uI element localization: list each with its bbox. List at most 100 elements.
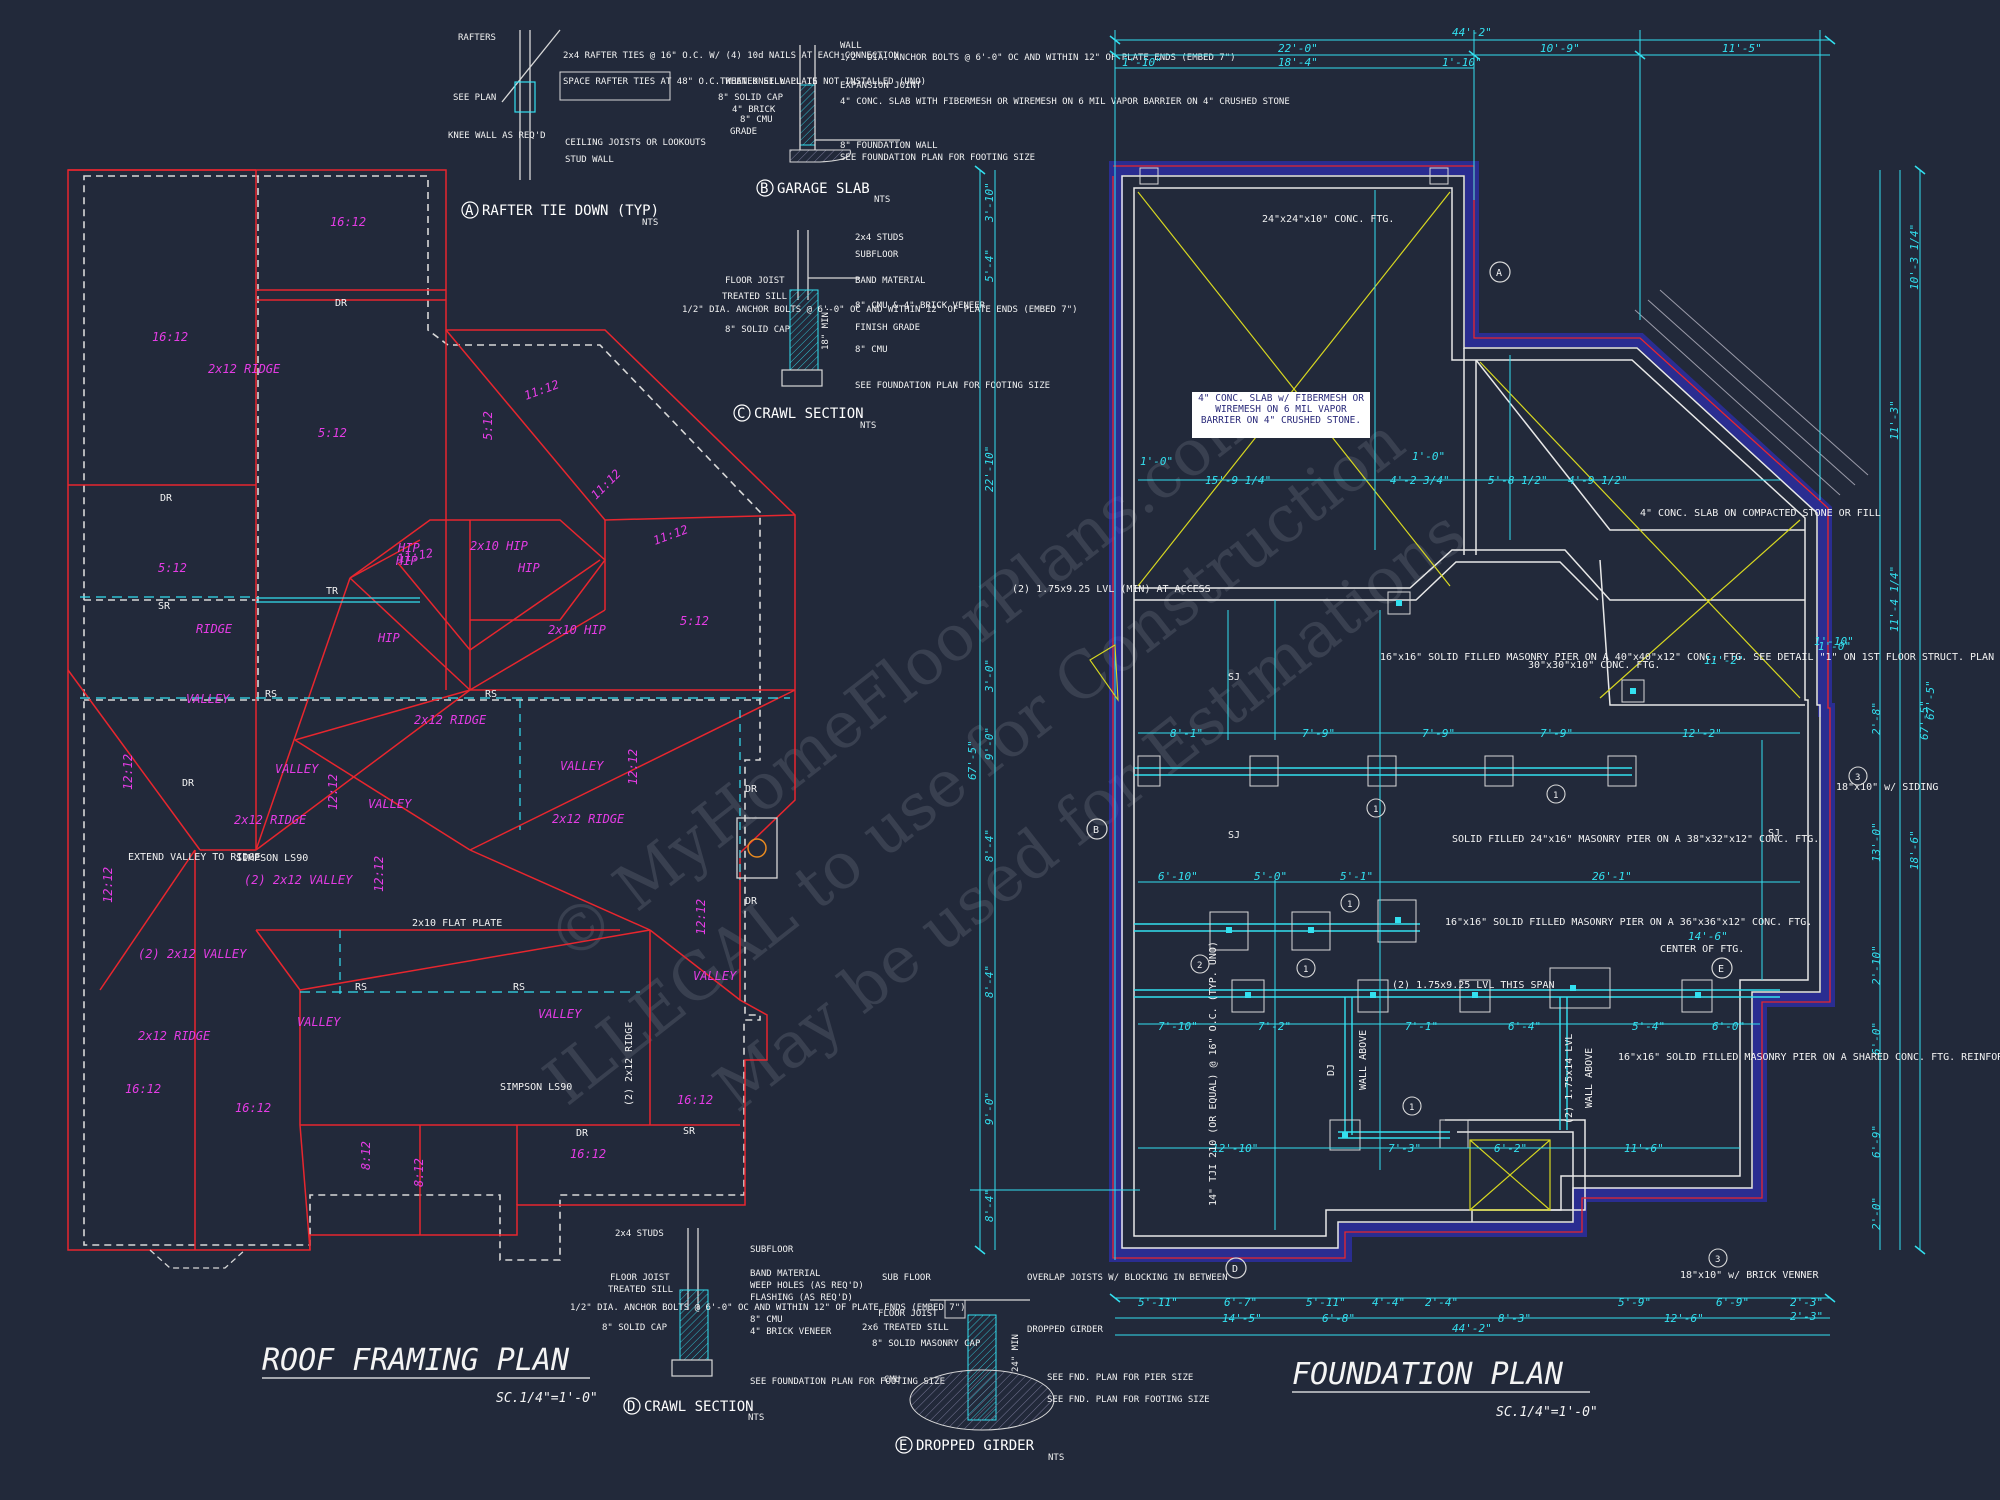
hip-label: HIP <box>517 561 540 575</box>
svg-text:SEE FOUNDATION PLAN FOR FOOTIN: SEE FOUNDATION PLAN FOR FOOTING SIZE <box>840 153 1035 163</box>
svg-text:1'-0": 1'-0" <box>1140 455 1173 468</box>
svg-text:7'-1": 7'-1" <box>1405 1020 1438 1033</box>
ridge-vertical-note: (2) 2x12 RIDGE <box>624 1022 635 1106</box>
pitch-label: 5:12 <box>158 561 187 575</box>
pitch-label: 8:12 <box>412 1158 426 1187</box>
svg-text:24" MIN: 24" MIN <box>1011 1334 1021 1372</box>
roof-ridge-lines <box>80 596 790 995</box>
svg-text:7'-10": 7'-10" <box>1158 1020 1198 1033</box>
simpson-note: SIMPSON LS90 <box>236 853 308 864</box>
svg-text:4'-4": 4'-4" <box>1372 1296 1405 1309</box>
svg-text:7'-9": 7'-9" <box>1540 727 1573 740</box>
ridge-label: 2x12 RIDGE <box>552 812 625 826</box>
detail-b-title: GARAGE SLAB <box>777 181 870 197</box>
svg-text:6'-4": 6'-4" <box>1508 1020 1541 1033</box>
svg-text:FLOOR JOIST: FLOOR JOIST <box>610 1273 670 1283</box>
roof-framing-plan: 16:12 16:12 5:12 5:12 11:12 5:12 11:12 1… <box>67 169 796 1406</box>
overall-bottom-dim: 44'-2" <box>1452 1322 1492 1335</box>
pitch-label: 11:12 <box>651 522 690 548</box>
tji-callout: 14" TJI 210 (OR EQUAL) @ 16" O.C. (TYP. … <box>1208 941 1219 1206</box>
svg-text:8" SOLID MASONRY CAP: 8" SOLID MASONRY CAP <box>872 1339 981 1349</box>
svg-text:2'-10": 2'-10" <box>1870 945 1883 985</box>
roof-abbrev: DR DR DR DR DR DR TR SR SR RS RS RS RS <box>158 298 758 1139</box>
svg-text:12'-10": 12'-10" <box>1212 1142 1258 1155</box>
svg-text:11'-4 1/4": 11'-4 1/4" <box>1888 566 1901 632</box>
detail-e-title: DROPPED GIRDER <box>916 1438 1035 1454</box>
dr-label: DR <box>335 298 348 309</box>
svg-text:FLOOR JOIST: FLOOR JOIST <box>725 276 785 286</box>
roof-lines <box>67 169 796 1251</box>
svg-text:3: 3 <box>1715 1255 1720 1265</box>
tr-label: TR <box>326 586 339 597</box>
bay-window <box>1634 289 1869 496</box>
svg-text:CMU: CMU <box>884 1375 900 1385</box>
svg-text:14'-5": 14'-5" <box>1222 1312 1262 1325</box>
hip-label: HIP <box>397 541 420 555</box>
center-ftg-callout: CENTER OF FTG. <box>1660 944 1744 955</box>
pitch-label: 12:12 <box>694 899 708 935</box>
svg-text:26'-1": 26'-1" <box>1592 870 1632 883</box>
hip-label: 2x10 HIP <box>470 539 529 553</box>
svg-text:NTS: NTS <box>874 195 890 205</box>
svg-text:18" MIN.: 18" MIN. <box>821 307 831 350</box>
svg-text:5'-0": 5'-0" <box>1254 870 1287 883</box>
grid-bubble-e: E <box>1718 964 1724 975</box>
svg-text:6'-0": 6'-0" <box>1870 1022 1883 1055</box>
svg-text:RAFTERS: RAFTERS <box>458 33 496 43</box>
svg-text:1'-0": 1'-0" <box>1412 450 1445 463</box>
girder-lines <box>1134 767 1780 1139</box>
svg-text:NTS: NTS <box>860 421 876 431</box>
valley-label: VALLEY <box>297 1015 341 1029</box>
pitch-label: 11:12 <box>396 546 434 566</box>
svg-text:18'-6": 18'-6" <box>1908 830 1921 870</box>
svg-text:NTS: NTS <box>1048 1453 1064 1463</box>
interior-dims: 15'-9 1/4" 4'-2 3/4" 5'-8 1/2" 4'-9 1/2"… <box>1140 450 1851 1155</box>
valley-labels: VALLEY VALLEY VALLEY VALLEY (2) 2x12 VAL… <box>138 692 737 1029</box>
svg-text:8'-4": 8'-4" <box>983 965 996 998</box>
svg-text:7'-3": 7'-3" <box>1388 1142 1421 1155</box>
detail-tags <box>1190 766 1868 1268</box>
svg-text:22'-0": 22'-0" <box>1278 42 1318 55</box>
detail-b: WALL TREATED SILL PLATE 1/2" DIA. ANCHOR… <box>718 41 1290 205</box>
pier4-callout: 16"x16" SOLID FILLED MASONRY PIER ON A S… <box>1618 1052 2000 1063</box>
svg-text:1/2" DIA. ANCHOR BOLTS @ 6'-0": 1/2" DIA. ANCHOR BOLTS @ 6'-0" OC AND WI… <box>840 53 1236 63</box>
pitch-label: 11:12 <box>588 467 623 502</box>
detail-e-marker: E <box>899 1438 907 1454</box>
siding-callout: 18"x10" w/ SIDING <box>1836 782 1938 793</box>
svg-text:SUB FLOOR: SUB FLOOR <box>882 1273 931 1283</box>
ridge-label: 2x12 RIDGE <box>138 1029 211 1043</box>
simpson-note-2: SIMPSON LS90 <box>500 1082 572 1093</box>
svg-text:BAND MATERIAL: BAND MATERIAL <box>750 1269 820 1279</box>
slab-note: 4" CONC. SLAB w/ FIBERMESH OR WIREMESH O… <box>1198 393 1364 426</box>
pier3-callout: 16"x16" SOLID FILLED MASONRY PIER ON A 3… <box>1445 917 1812 928</box>
svg-text:1'-10": 1'-10" <box>1442 56 1482 69</box>
svg-text:4'-9 1/2": 4'-9 1/2" <box>1568 474 1628 487</box>
foundation-plan: 4" CONC. SLAB w/ FIBERMESH OR WIREMESH O… <box>966 26 2000 1420</box>
svg-text:3: 3 <box>1855 773 1860 783</box>
svg-text:2'-3": 2'-3" <box>1790 1310 1823 1323</box>
detail-d-marker: D <box>627 1399 635 1415</box>
svg-text:STUD WALL: STUD WALL <box>565 155 614 165</box>
svg-text:SEE PLAN: SEE PLAN <box>453 93 496 103</box>
svg-text:1: 1 <box>1409 1103 1414 1113</box>
sj-label: SJ <box>1228 672 1240 683</box>
left-dims: 3'-10" 5'-4" 22'-10" 3'-0" 9'-0" 8'-4" 8… <box>983 182 996 1222</box>
svg-text:FINISH GRADE: FINISH GRADE <box>855 323 920 333</box>
svg-text:1: 1 <box>1553 791 1558 801</box>
svg-text:1: 1 <box>1347 900 1352 910</box>
svg-text:12'-2": 12'-2" <box>1682 727 1722 740</box>
dimension-ticks <box>974 35 1926 1303</box>
hip-label: 2x10 HIP <box>548 623 607 637</box>
piers <box>1137 167 1713 1151</box>
foundation-plan-scale: SC.1/4"=1'-0" <box>1496 1405 1598 1420</box>
ridge-label: RIDGE <box>196 622 233 636</box>
lvl-vertical-callout: (2) 1.75x14 LVL <box>1564 1034 1575 1124</box>
svg-text:8" CMU: 8" CMU <box>750 1315 783 1325</box>
svg-text:4'-2 3/4": 4'-2 3/4" <box>1390 474 1450 487</box>
svg-text:4" BRICK VENEER: 4" BRICK VENEER <box>750 1327 832 1337</box>
slab2-callout: 4" CONC. SLAB ON COMPACTED STONE OR FILL <box>1640 508 1881 519</box>
pitch-label: 16:12 <box>152 330 188 344</box>
detail-c-title: CRAWL SECTION <box>754 406 864 422</box>
svg-text:TREATED SILL PLATE: TREATED SILL PLATE <box>720 77 818 87</box>
svg-text:FLASHING (AS REQ'D): FLASHING (AS REQ'D) <box>750 1293 853 1303</box>
